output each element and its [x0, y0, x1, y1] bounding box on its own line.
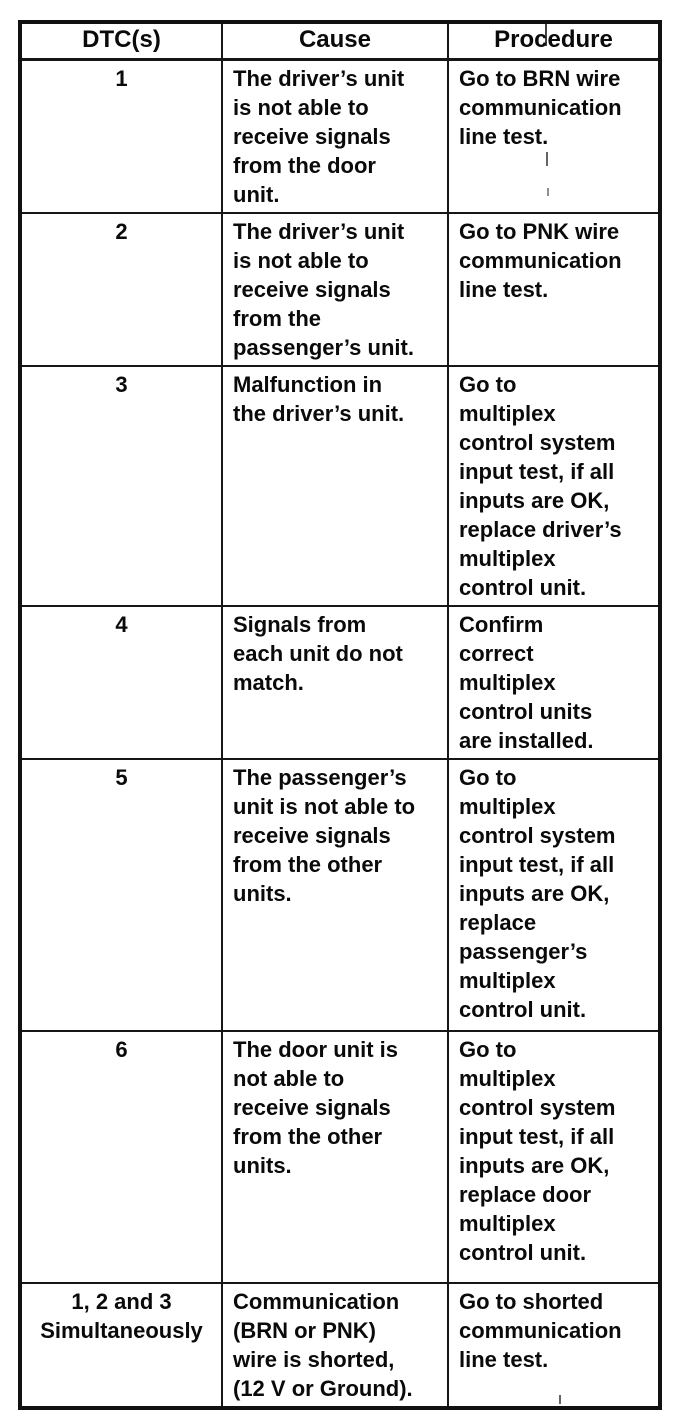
- dtc-cell: 3: [19, 365, 223, 607]
- table-row: 2 The driver’s unit is not able to recei…: [19, 212, 661, 367]
- procedure-cell: Confirm correct multiplex control units …: [447, 605, 661, 760]
- table-row: 3 Malfunction in the driver’s unit. Go t…: [19, 365, 661, 607]
- cause-cell: The passenger’s unit is not able to rece…: [221, 758, 449, 1032]
- scan-artifact: [547, 188, 549, 196]
- dtc-cell: 1: [19, 58, 223, 214]
- cause-cell: The door unit is not able to receive sig…: [221, 1030, 449, 1284]
- scan-artifact: [545, 24, 547, 46]
- table-row: 5 The passenger’s unit is not able to re…: [19, 758, 661, 1032]
- column-header-dtc: DTC(s): [19, 21, 223, 61]
- dtc-table: DTC(s) Cause Procedure 1 The driver’s un…: [18, 20, 662, 1410]
- procedure-cell: Go to shorted communication line test.: [447, 1282, 661, 1409]
- dtc-cell: 1, 2 and 3 Simultaneously: [19, 1282, 223, 1409]
- procedure-cell: Go to multiplex control system input tes…: [447, 365, 661, 607]
- cause-cell: Signals from each unit do not match.: [221, 605, 449, 760]
- dtc-cell: 5: [19, 758, 223, 1032]
- scan-artifact: [546, 152, 548, 166]
- table-row: 1, 2 and 3 Simultaneously Communication …: [19, 1282, 661, 1409]
- cause-cell: Communication (BRN or PNK) wire is short…: [221, 1282, 449, 1409]
- table-row: 1 The driver’s unit is not able to recei…: [19, 58, 661, 214]
- table-header: DTC(s) Cause Procedure: [19, 21, 661, 61]
- column-header-cause: Cause: [221, 21, 449, 61]
- dtc-cell: 2: [19, 212, 223, 367]
- cause-cell: The driver’s unit is not able to receive…: [221, 212, 449, 367]
- scan-artifact: [559, 1395, 561, 1404]
- procedure-cell: Go to multiplex control system input tes…: [447, 758, 661, 1032]
- dtc-cell: 6: [19, 1030, 223, 1284]
- table-row: 6 The door unit is not able to receive s…: [19, 1030, 661, 1284]
- procedure-cell: Go to PNK wire communication line test.: [447, 212, 661, 367]
- cause-cell: The driver’s unit is not able to receive…: [221, 58, 449, 214]
- dtc-cell: 4: [19, 605, 223, 760]
- procedure-cell: Go to BRN wire communication line test.: [447, 58, 661, 214]
- table-row: 4 Signals from each unit do not match. C…: [19, 605, 661, 760]
- procedure-cell: Go to multiplex control system input tes…: [447, 1030, 661, 1284]
- column-header-procedure: Procedure: [447, 21, 661, 61]
- cause-cell: Malfunction in the driver’s unit.: [221, 365, 449, 607]
